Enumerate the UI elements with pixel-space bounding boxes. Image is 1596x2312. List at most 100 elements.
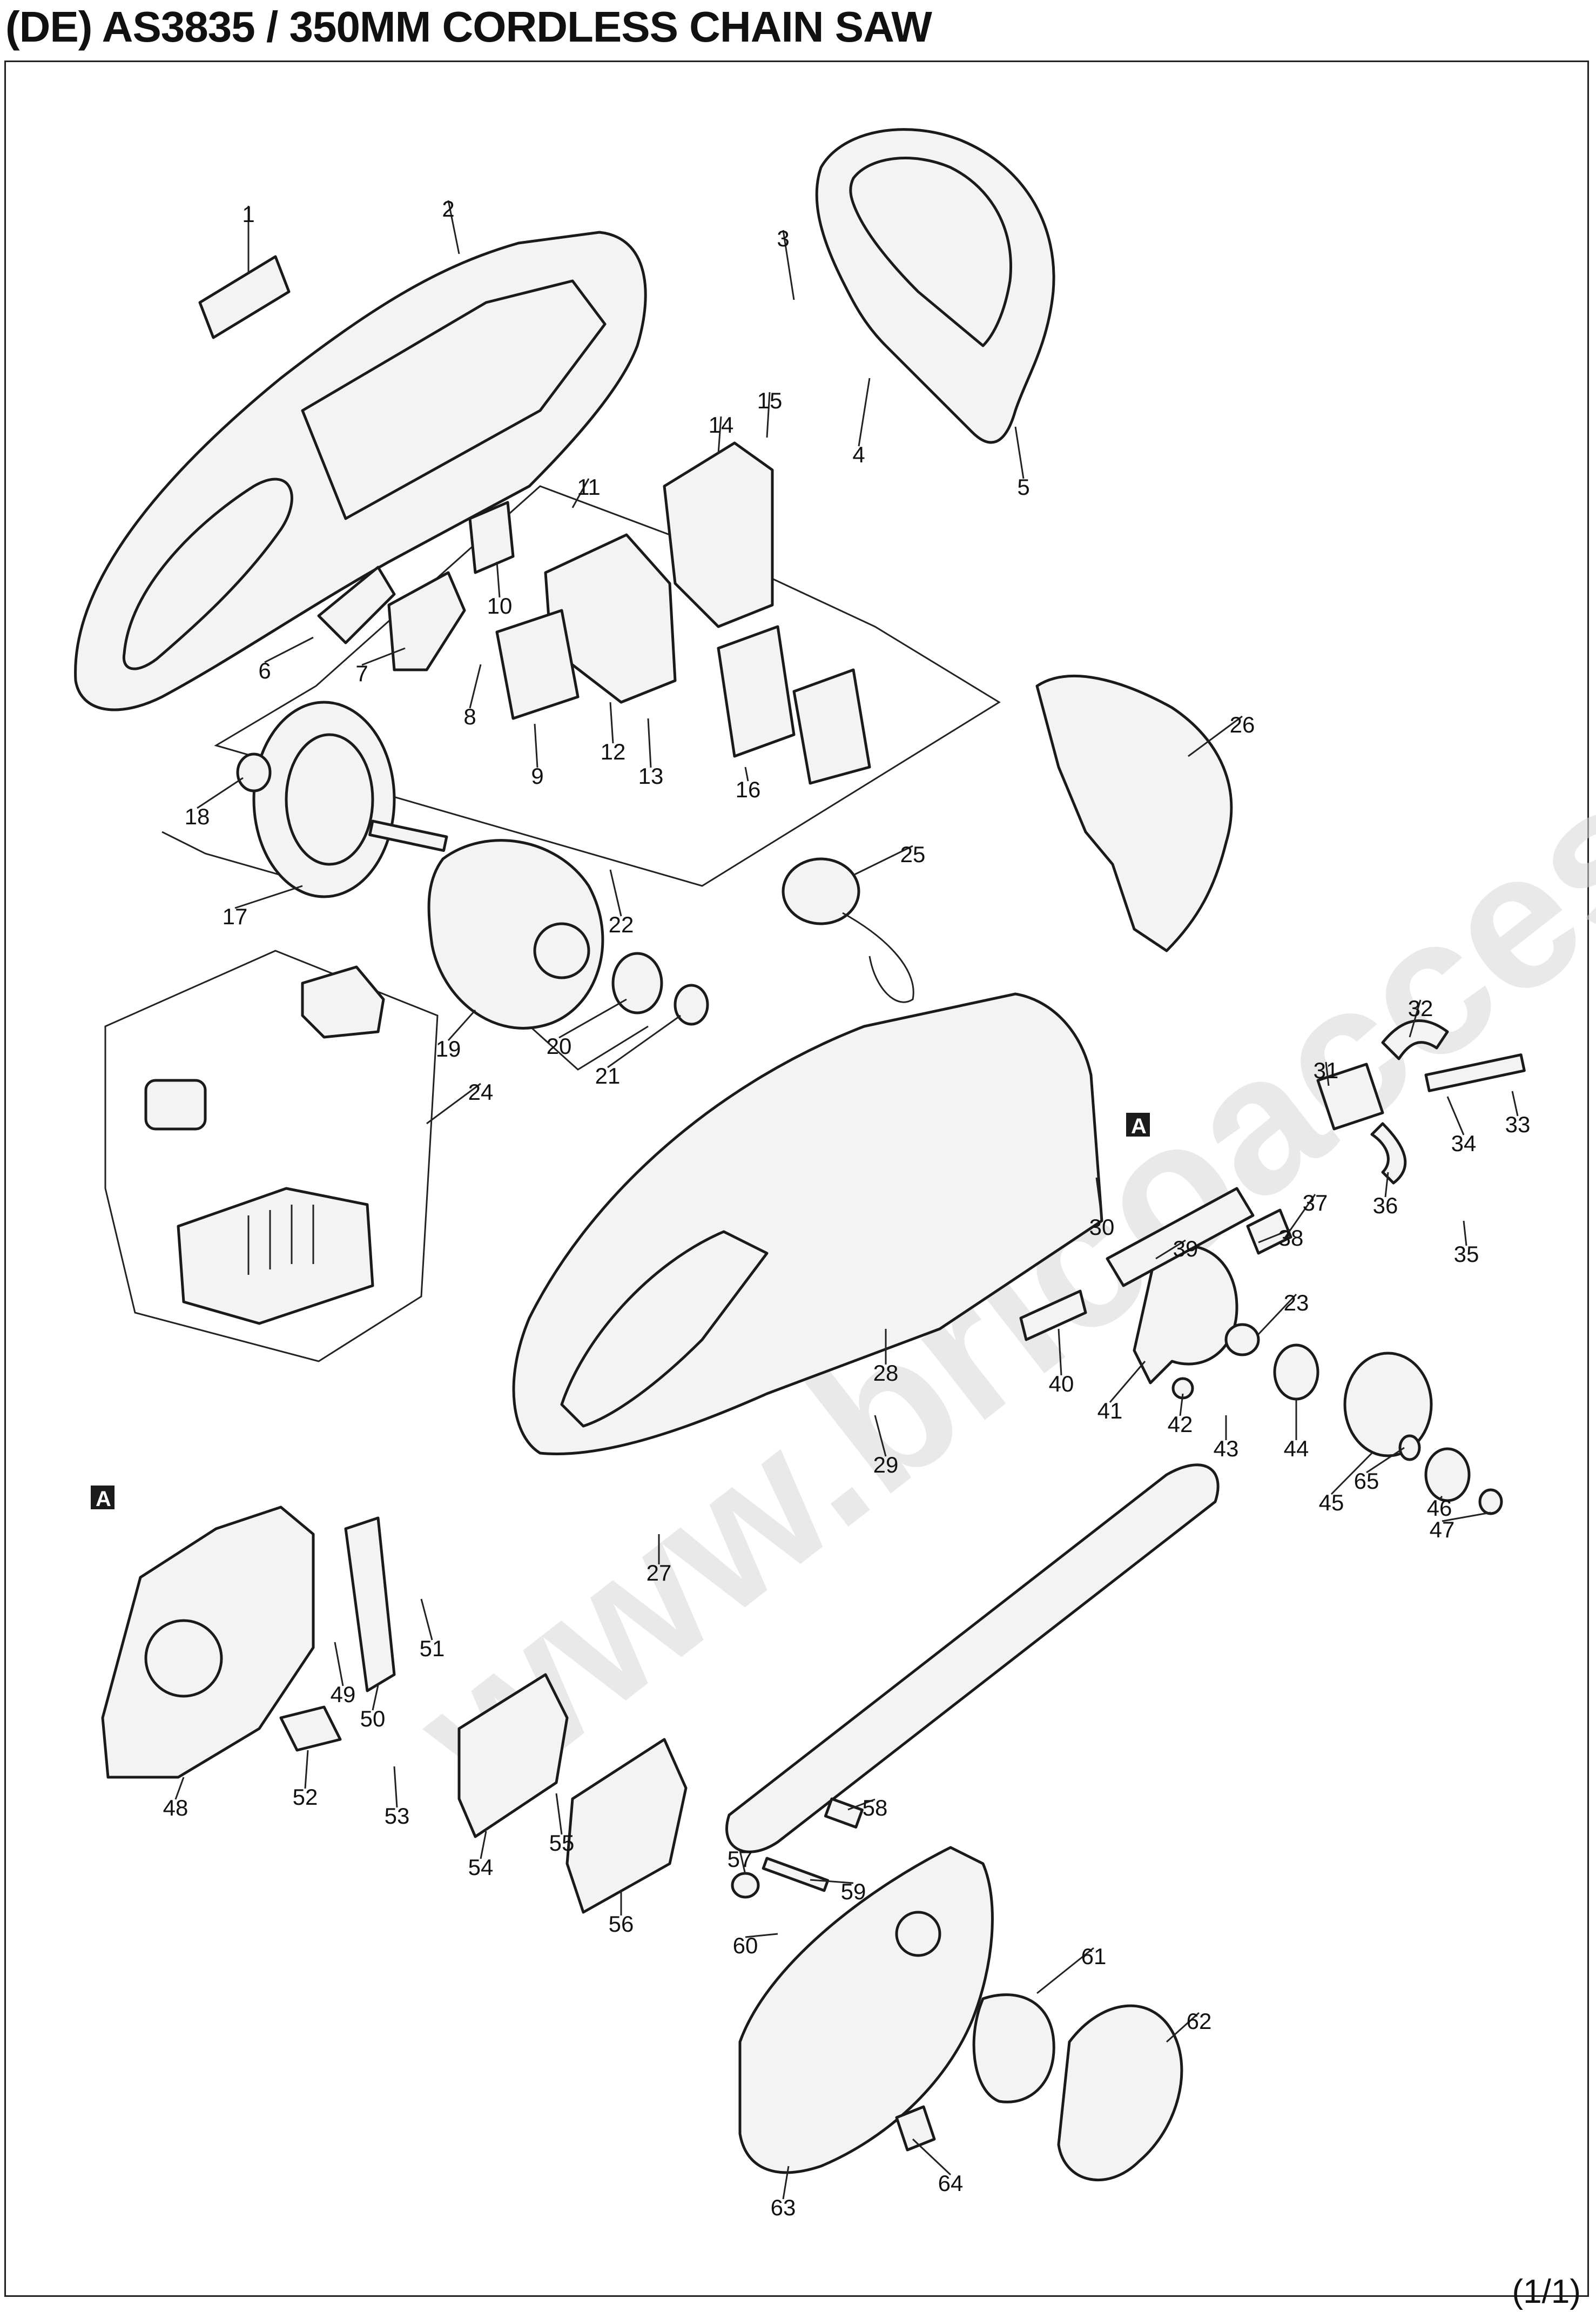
callout-64: 64	[938, 2170, 964, 2196]
worm-gear	[1424, 1053, 1526, 1092]
callout-37: 37	[1303, 1190, 1328, 1215]
callout-48: 48	[163, 1795, 188, 1820]
leader-line-62	[1166, 2012, 1200, 2043]
lock-off-button	[317, 566, 396, 644]
front-loop-handle	[815, 128, 1055, 444]
callout-58: 58	[863, 1795, 888, 1820]
leader-line-42	[1179, 1393, 1184, 1416]
leader-line-14	[717, 416, 722, 454]
leader-line-26	[1188, 715, 1243, 757]
callout-6: 6	[258, 658, 271, 683]
callout-13: 13	[638, 763, 664, 789]
leader-line-36	[1384, 1172, 1389, 1198]
stopper-bracket	[279, 1705, 342, 1752]
leader-line-64	[912, 2138, 952, 2176]
rotor-shaft	[368, 819, 448, 852]
leader-line-8	[469, 664, 482, 709]
leader-line-35	[1463, 1220, 1467, 1246]
leader-line-3	[782, 230, 795, 300]
leader-line-39	[1155, 1239, 1186, 1260]
leader-line-52	[304, 1750, 309, 1789]
leader-line-12	[609, 702, 614, 744]
callout-54: 54	[468, 1854, 494, 1880]
callout-20: 20	[547, 1033, 572, 1059]
callout-3: 3	[777, 226, 789, 251]
callout-51: 51	[420, 1636, 445, 1661]
callout-10: 10	[487, 593, 513, 619]
callout-38: 38	[1278, 1225, 1304, 1251]
callout-46: 46	[1427, 1495, 1452, 1521]
callout-62: 62	[1187, 2008, 1212, 2034]
washer	[1398, 1434, 1421, 1461]
guide-plate-inner	[565, 1738, 688, 1914]
hand-guard	[1035, 675, 1233, 952]
callout-39: 39	[1173, 1236, 1198, 1261]
callout-1: 1	[242, 201, 254, 227]
leader-line-46	[1438, 1496, 1443, 1500]
leader-line-57	[739, 1850, 746, 1875]
leader-line-9	[534, 723, 538, 768]
guide-bar-body	[725, 1463, 1220, 1853]
leader-line-2	[447, 200, 460, 254]
leader-line-5	[1014, 426, 1025, 479]
motor-housing-grip	[560, 1230, 769, 1428]
callout-22: 22	[609, 912, 634, 937]
callout-4: 4	[852, 442, 865, 467]
callout-59: 59	[841, 1879, 866, 1904]
callout-35: 35	[1454, 1241, 1479, 1267]
marker-text-bottom: A	[96, 1487, 111, 1511]
stator-frame	[427, 839, 604, 1030]
leader-line-20	[558, 998, 627, 1039]
leader-line-32	[1409, 999, 1422, 1038]
callout-11: 11	[577, 474, 601, 500]
leader-line-60	[745, 1933, 778, 1938]
switch-cap	[301, 965, 385, 1039]
callout-31: 31	[1314, 1058, 1339, 1083]
callout-27: 27	[647, 1560, 672, 1585]
reference-marker-a-bottom: A	[91, 1486, 115, 1511]
callout-8: 8	[463, 704, 476, 729]
leader-line-18	[197, 777, 244, 809]
callout-36: 36	[1373, 1193, 1398, 1218]
leader-line-34	[1446, 1096, 1465, 1135]
sprocket-cover-hole	[144, 1619, 223, 1698]
callout-56: 56	[609, 1911, 634, 1937]
leader-line-25	[853, 845, 913, 876]
callout-9: 9	[531, 763, 543, 789]
leader-line-48	[174, 1777, 185, 1800]
callout-21: 21	[595, 1063, 621, 1088]
switch-housing-upper	[663, 441, 774, 628]
guide-bar	[725, 1463, 1220, 1853]
brake-lever-cover	[1057, 2004, 1183, 2181]
chain-cover-body	[738, 1846, 994, 2174]
switch-button	[144, 1079, 207, 1131]
callout-19: 19	[436, 1036, 461, 1061]
label-plate	[198, 255, 291, 339]
oil-pump-body	[1316, 1063, 1384, 1131]
motor-stator	[427, 839, 604, 1030]
ball-bearing-small	[236, 752, 272, 792]
leader-line-11	[571, 478, 590, 508]
marker-text-top: A	[1131, 1114, 1147, 1138]
leader-line-40	[1058, 1328, 1062, 1376]
callout-63: 63	[771, 2195, 796, 2220]
callout-53: 53	[385, 1803, 410, 1829]
leader-line-45	[1330, 1452, 1373, 1495]
chain-catcher	[344, 1516, 396, 1692]
ball-bearing	[611, 952, 663, 1014]
leader-line-33	[1511, 1091, 1519, 1117]
callout-43: 43	[1214, 1436, 1239, 1461]
leader-line-7	[361, 647, 406, 666]
leader-line-24	[426, 1083, 481, 1125]
housing-inner-wall	[301, 279, 607, 520]
callout-34: 34	[1451, 1131, 1477, 1156]
motor-rotor	[252, 701, 448, 898]
bushing	[1224, 1323, 1260, 1356]
retaining-ring	[674, 984, 709, 1026]
housing-grip-cutout	[122, 478, 293, 670]
guide-plate-outer	[457, 1673, 569, 1838]
callout-2: 2	[442, 196, 454, 221]
callout-50: 50	[360, 1706, 386, 1731]
switch-terminal	[717, 625, 796, 758]
motor-housing	[512, 992, 1103, 1455]
